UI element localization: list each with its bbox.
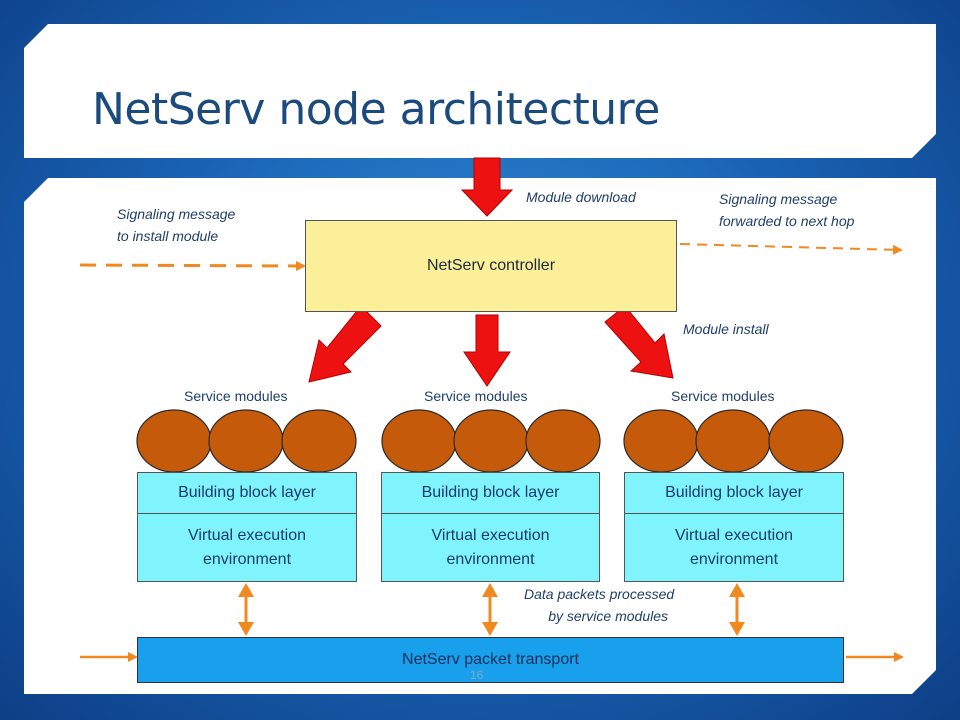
service-module <box>281 409 357 473</box>
netserv-controller: NetServ controller <box>305 220 677 312</box>
slide-title: NetServ node architecture <box>92 84 660 135</box>
netserv-packet-transport: NetServ packet transport <box>137 637 844 683</box>
signal-forward-label: Signaling message forwarded to next hop <box>719 191 855 229</box>
building-block-layer: Building block layer <box>137 472 357 514</box>
slide-number: 16 <box>470 668 484 682</box>
data-path-arrow <box>729 583 745 636</box>
service-module <box>381 409 457 473</box>
data-path-arrow <box>482 583 498 636</box>
service-module <box>136 409 212 473</box>
data-path-arrow <box>238 583 254 636</box>
data-packets-label: Data packets processed by service module… <box>524 586 675 624</box>
module-download-label: Module download <box>526 189 636 205</box>
service-module <box>623 409 699 473</box>
module-install-arrow-center <box>463 314 511 387</box>
module-install-label: Module install <box>683 321 769 337</box>
service-module <box>525 409 601 473</box>
title-panel <box>24 24 936 158</box>
service-modules-label: Service modules <box>424 388 528 404</box>
module-download-arrow <box>460 157 514 217</box>
building-block-layer: Building block layer <box>381 472 600 514</box>
module-install-arrow-right <box>604 305 674 379</box>
module-install-arrow-left <box>308 305 382 383</box>
service-module <box>208 409 284 473</box>
building-block-layer: Building block layer <box>624 472 844 514</box>
service-module <box>768 409 844 473</box>
signal-install-label: Signaling message to install module <box>117 206 236 244</box>
signal-out-arrow <box>679 243 903 255</box>
service-module <box>695 409 771 473</box>
signal-in-arrow <box>79 260 306 271</box>
service-module <box>453 409 529 473</box>
service-modules-label: Service modules <box>671 388 775 404</box>
service-modules-label: Service modules <box>184 388 288 404</box>
